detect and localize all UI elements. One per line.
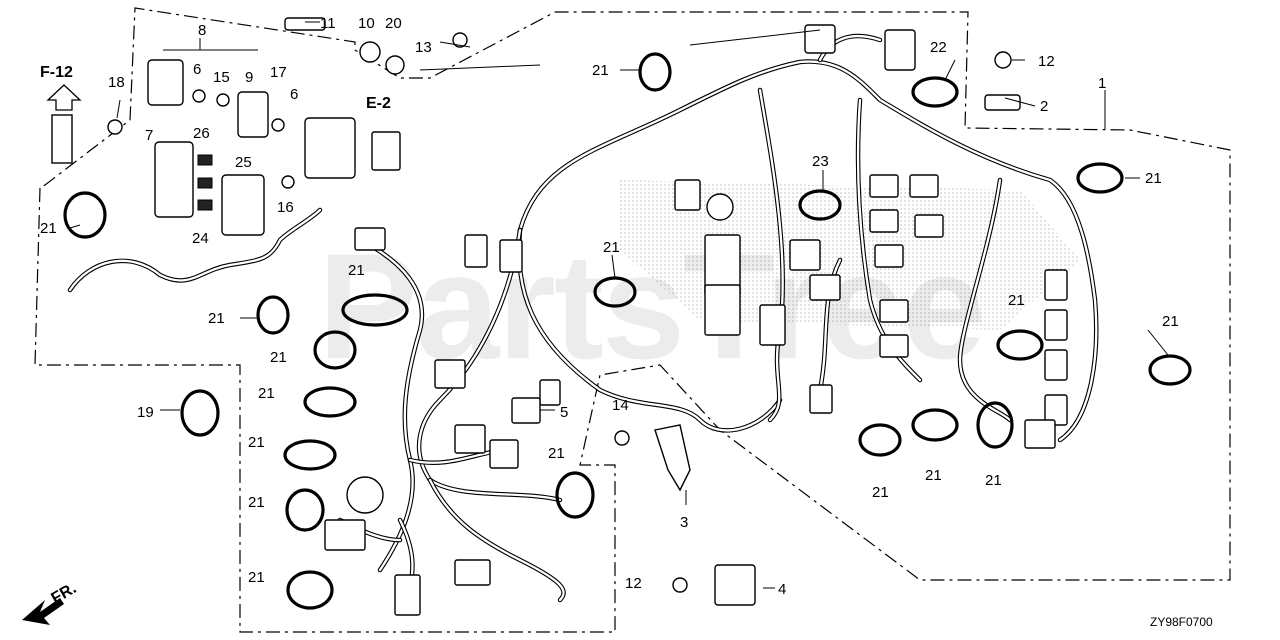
callout-14: 14 [612,397,629,414]
callout-21r: 21 [1080,207,1097,224]
ref-e2: E-2 [366,95,391,112]
callout-25: 25 [235,154,252,171]
callout-21f: 21 [1008,292,1025,309]
bolt-14 [614,430,630,446]
callout-21n: 21 [925,467,942,484]
callout-10: 10 [358,15,375,32]
callout-21k: 21 [248,434,265,451]
connectors [324,24,1068,616]
callout-21e: 21 [348,262,365,279]
callouts: 1 2 3 4 5 6 6 7 8 9 10 11 12 12 13 14 15… [40,15,1179,598]
callout-2: 2 [1040,98,1048,115]
callout-21p: 21 [248,494,265,511]
callout-23: 23 [812,153,829,170]
main-harness [516,33,1099,443]
callout-20: 20 [385,15,402,32]
callout-17: 17 [270,64,287,81]
callout-21l: 21 [548,445,565,462]
callout-21s: 21 [1080,227,1097,244]
diagram-code: ZY98F0700 [1150,615,1213,629]
callout-21b: 21 [1145,170,1162,187]
callout-5: 5 [560,404,568,421]
callout-12b: 12 [625,575,642,592]
callout-21d: 21 [603,239,620,256]
front-arrow: FR. [22,580,79,625]
callout-21i: 21 [270,349,287,366]
callout-15: 15 [213,69,230,86]
callout-18: 18 [108,74,125,91]
callout-7: 7 [145,127,153,144]
leader-lines [64,21,1169,589]
callout-16: 16 [277,199,294,216]
bracket-4 [714,564,756,606]
callout-6b: 6 [290,86,298,103]
callout-11: 11 [320,15,336,32]
callout-21c: 21 [40,220,57,237]
bolt-12-lower [672,577,688,593]
ref-f12: F-12 [40,64,73,81]
bracket-3 [654,424,691,492]
callout-21g: 21 [208,310,225,327]
callout-3: 3 [680,514,688,531]
callout-19: 19 [137,404,154,421]
up-arrow-icon [46,84,82,111]
callout-21j: 21 [258,385,275,402]
callout-4: 4 [778,581,786,598]
callout-13: 13 [415,39,432,56]
sub-harness [337,227,566,603]
callout-1: 1 [1098,75,1106,92]
callout-24: 24 [192,230,209,247]
group-boundary [34,7,1231,633]
callout-21o: 21 [985,472,1002,489]
callout-6a: 6 [193,61,201,78]
callout-26: 26 [193,125,210,142]
callout-21a: 21 [592,62,609,79]
callout-8: 8 [198,22,206,39]
callout-21q: 21 [248,569,265,586]
callout-22: 22 [930,39,947,56]
callout-21m: 21 [872,484,889,501]
callout-21h: 21 [1162,313,1179,330]
callout-12a: 12 [1038,53,1055,70]
callout-9: 9 [245,69,253,86]
fuse-box-parts [51,17,1021,236]
